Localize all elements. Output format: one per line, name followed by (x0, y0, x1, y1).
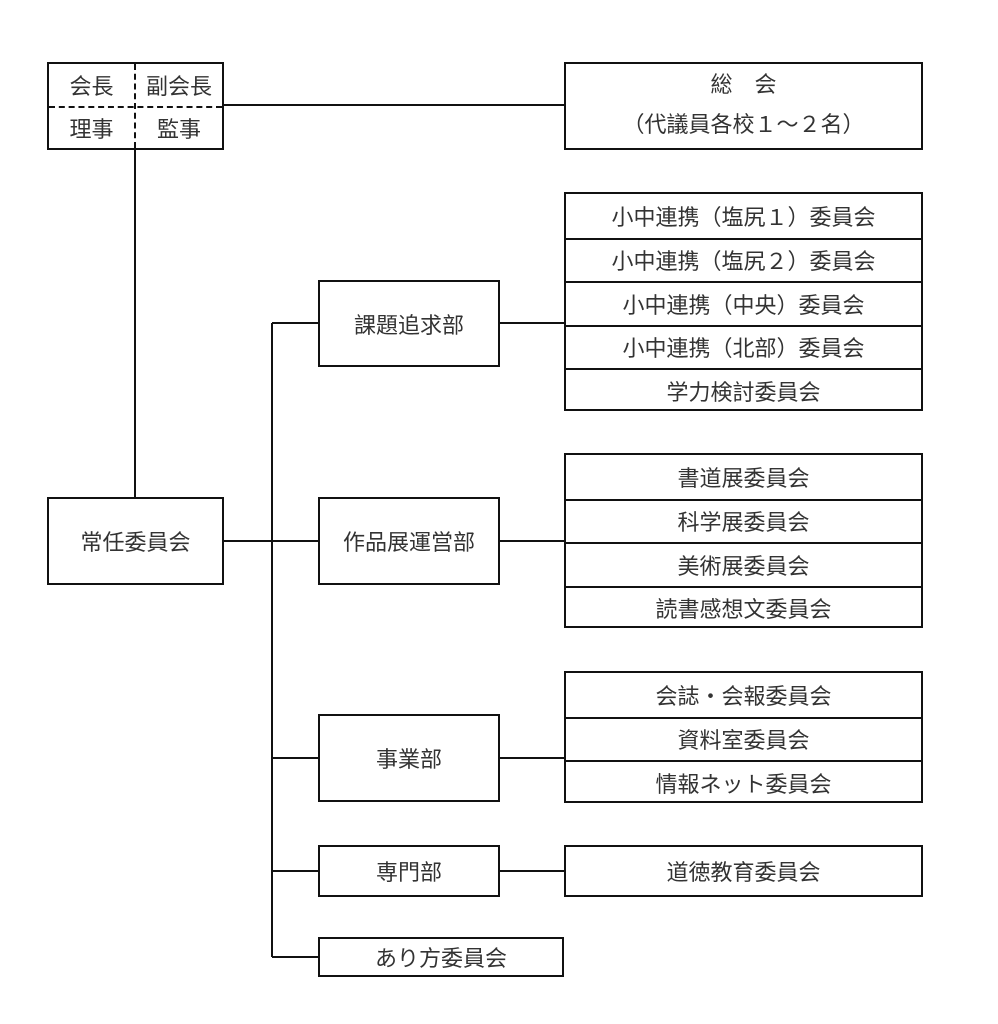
committee-item: 小中連携（塩尻２）委員会 (566, 237, 921, 282)
department-label: 課題追求部 (353, 313, 464, 339)
jigyo-committees-stack: 会誌・会報委員会 資料室委員会 情報ネット委員会 (564, 671, 923, 803)
committee-item: 科学展委員会 (566, 498, 921, 543)
committee-item: 小中連携（中央）委員会 (566, 281, 921, 325)
department-sakuhin-box: 作品展運営部 (318, 497, 500, 585)
president-label: 会長 (69, 75, 114, 100)
general-assembly-subtitle: （代議員各校１～２名） (622, 113, 865, 138)
committee-item: 情報ネット委員会 (566, 760, 921, 804)
department-jigyo-box: 事業部 (318, 714, 500, 802)
directors-label: 理事 (69, 118, 114, 143)
vice-president-label: 副会長 (145, 75, 212, 100)
general-assembly-title: 総 会 (710, 73, 777, 98)
arikata-committee-label: あり方委員会 (374, 947, 507, 972)
senmon-committees-stack: 道徳教育委員会 (564, 845, 923, 897)
officers-vertical-divider (134, 64, 136, 148)
kadai-committees-stack: 小中連携（塩尻１）委員会 小中連携（塩尻２）委員会 小中連携（中央）委員会 小中… (564, 192, 923, 411)
committee-item: 美術展委員会 (566, 542, 921, 586)
department-senmon-box: 専門部 (318, 845, 500, 897)
committee-item: 資料室委員会 (566, 716, 921, 761)
arikata-committee-box: あり方委員会 (318, 937, 564, 977)
department-label: 作品展運営部 (342, 531, 475, 556)
committee-item: 小中連携（北部）委員会 (566, 324, 921, 369)
auditors-label: 監事 (156, 118, 201, 143)
department-label: 事業部 (375, 748, 442, 773)
officers-box: 会長 副会長 理事 監事 (47, 62, 224, 150)
committee-item: 会誌・会報委員会 (655, 684, 832, 710)
sakuhin-committees-stack: 書道展委員会 科学展委員会 美術展委員会 読書感想文委員会 (564, 453, 923, 628)
department-label: 専門部 (375, 861, 442, 886)
standing-committee-label: 常任委員会 (80, 531, 191, 556)
general-assembly-box: 総 会 （代議員各校１～２名） (564, 62, 923, 150)
committee-item: 読書感想文委員会 (566, 585, 921, 630)
committee-item: 小中連携（塩尻１）委員会 (611, 205, 876, 231)
committee-item: 学力検討委員会 (566, 368, 921, 412)
department-kadai-box: 課題追求部 (318, 280, 500, 367)
committee-item: 書道展委員会 (677, 466, 810, 492)
committee-item: 道徳教育委員会 (666, 861, 821, 886)
standing-committee-box: 常任委員会 (47, 497, 224, 585)
